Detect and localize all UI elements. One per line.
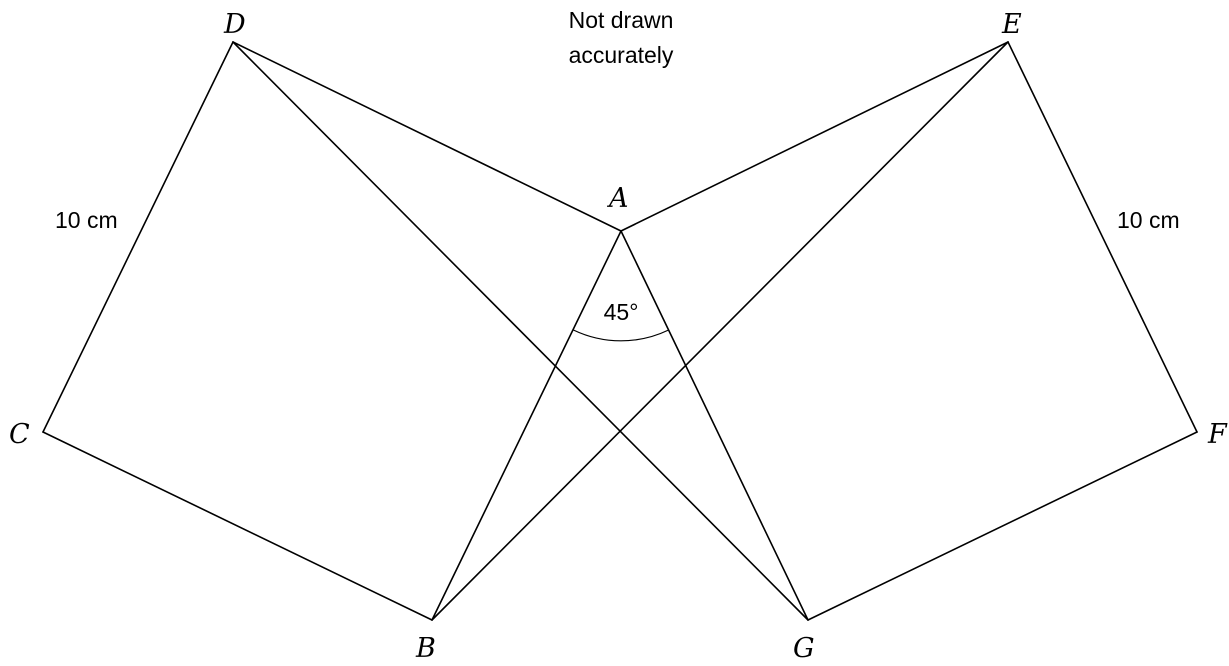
edge-DC <box>42 41 234 433</box>
edge-GA <box>620 230 809 621</box>
vertex-label-G: G <box>793 633 815 664</box>
edge-CB <box>42 431 433 621</box>
segment-EB <box>431 41 1009 621</box>
edge-EF <box>1007 41 1198 433</box>
note-line-1: Not drawn <box>569 7 674 33</box>
edge-FG <box>807 431 1198 621</box>
note-line-2: accurately <box>569 42 674 68</box>
vertex-label-B: B <box>415 633 436 664</box>
edge-AD <box>232 41 622 232</box>
segment-DG <box>232 41 809 621</box>
vertex-label-C: C <box>9 419 30 450</box>
side-length-right: 10 cm <box>1117 207 1180 233</box>
edge-AE <box>620 41 1009 232</box>
side-length-left: 10 cm <box>55 207 118 233</box>
angle-label: 45° <box>604 299 639 325</box>
edge-BA <box>431 230 622 621</box>
angle-arc <box>573 329 669 342</box>
vertex-label-F: F <box>1207 419 1228 450</box>
vertex-label-A: A <box>606 183 629 214</box>
vertex-label-E: E <box>1001 9 1022 40</box>
vertex-label-D: D <box>223 9 246 40</box>
